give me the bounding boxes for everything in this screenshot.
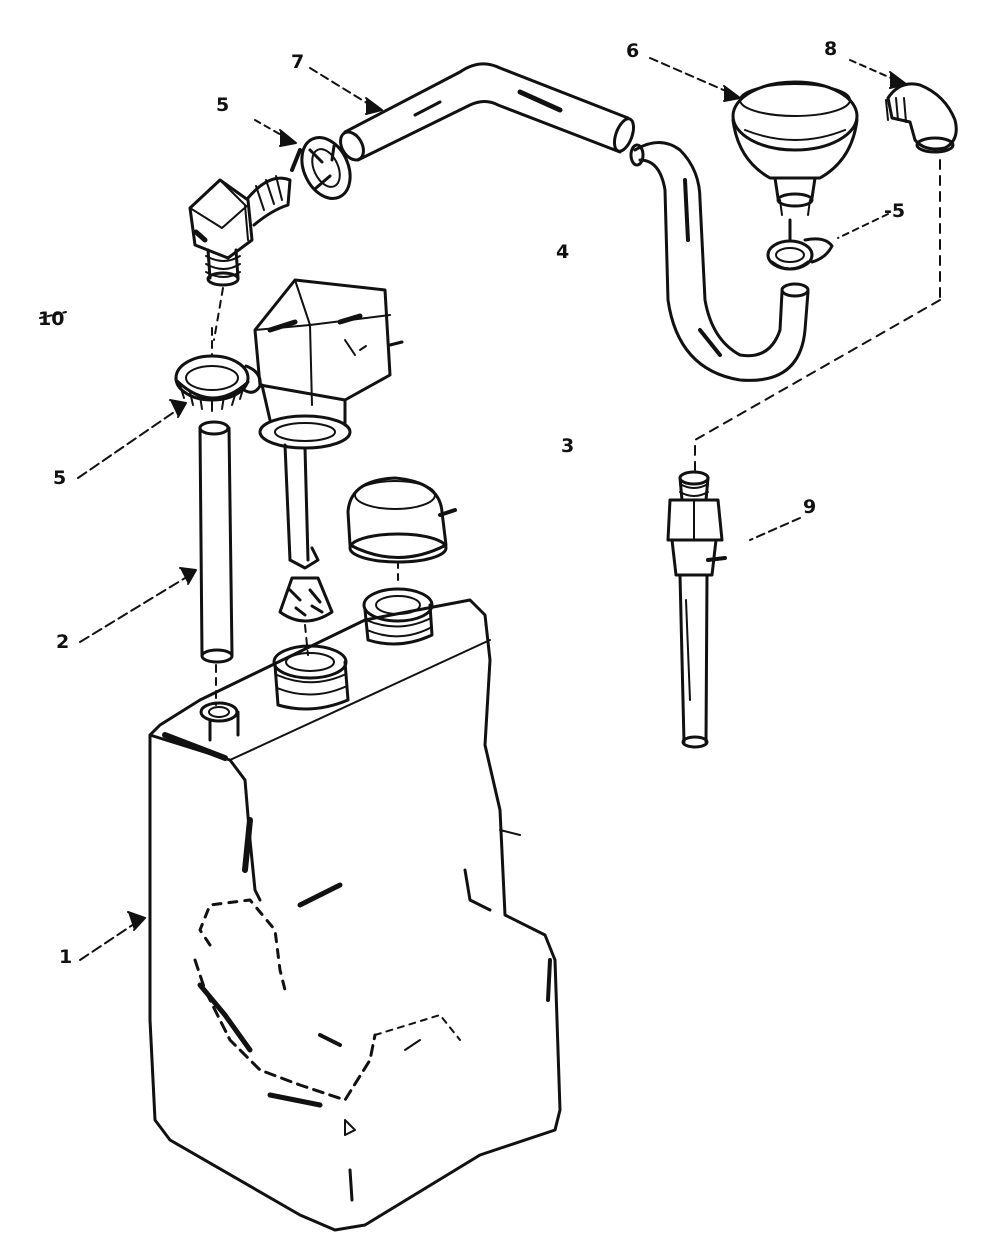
elbow-adapter [188,175,292,341]
reservoir-tank [148,587,562,1232]
elbow-fitting [694,82,958,471]
hose [629,141,810,382]
callout-8: 8 [824,38,838,60]
check-valve [731,80,859,216]
callout-5-left: 5 [53,467,67,489]
callout-2: 2 [56,631,70,653]
callout-7: 7 [291,51,305,73]
callout-10: 10 [38,308,65,330]
cap-and-sender [253,278,404,656]
connector-fitting [666,470,727,749]
standpipe-tube [198,420,234,706]
hose-clamp-lower [174,327,262,412]
callout-3: 3 [561,435,575,457]
callout-6: 6 [626,40,640,62]
leader-lines [39,57,907,961]
callout-5-top: 5 [216,94,230,116]
callout-5-right: -5 [884,200,906,222]
hose-clamp-top [290,136,352,200]
callout-1: 1 [59,946,73,968]
callout-9: 9 [803,496,817,518]
filler-cap [346,476,457,581]
hose-clamp-right [766,218,834,271]
callout-4: 4 [556,241,570,263]
hose-upper [339,62,636,162]
